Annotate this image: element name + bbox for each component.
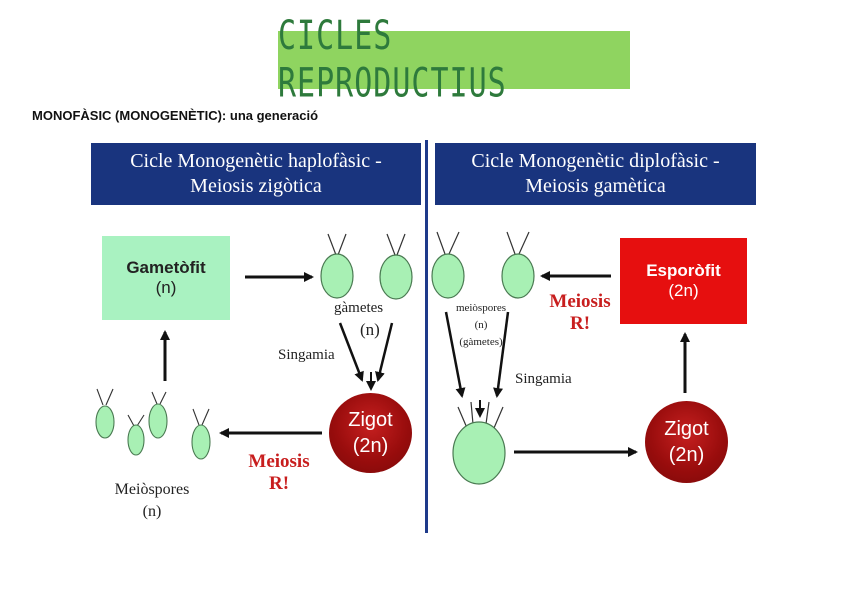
- page-title: CICLES REPRODUCTIUS: [278, 12, 507, 108]
- zigot-left-name: Zigot: [348, 409, 393, 431]
- right-panel-header: Cicle Monogenètic diplofàsic - Meiosis g…: [435, 143, 756, 205]
- gametofit-name: Gametòfit: [126, 258, 206, 277]
- right-fused-cell: [452, 401, 506, 485]
- left-meiospore-4: [191, 408, 211, 460]
- zigot-left: Zigot (2n): [329, 393, 412, 473]
- page-subtitle: MONOFÀSIC (MONOGENÈTIC): una generació: [32, 108, 319, 123]
- left-meiospore-1: [95, 388, 115, 439]
- left-panel-header: Cicle Monogenètic haplofàsic - Meiosis z…: [91, 143, 421, 205]
- meiosis-right-label: Meiosis R!: [540, 291, 620, 335]
- zigot-right-ploidy: (2n): [668, 444, 705, 466]
- left-gamete-2: [379, 233, 413, 300]
- panel-divider: [425, 140, 428, 533]
- left-meiospore-2: [127, 414, 145, 456]
- meiospores-right-ploidy: (n): [474, 319, 488, 331]
- arrow-gamete2-to-cell: [493, 311, 510, 398]
- meiosis-left-label: Meiosis R!: [241, 451, 317, 495]
- right-gamete-2: [501, 231, 535, 299]
- zigot-right-name: Zigot: [664, 418, 709, 440]
- zigot-left-ploidy: (2n): [352, 435, 389, 457]
- arrow-gamete1-to-cell: [444, 311, 466, 398]
- meiospores-right-text: meiòspores: [455, 302, 507, 314]
- meiosis-left-text: Meiosis: [248, 451, 310, 472]
- arrow-gamete1-to-zigot: [338, 322, 364, 382]
- meiospores-left-text: Meiòspores: [114, 481, 190, 498]
- meiospores-right-note: (gàmetes): [459, 336, 503, 348]
- gametes-label: gàmetes: [334, 300, 384, 316]
- meiospores-left-ploidy: (n): [142, 503, 162, 520]
- right-header-line1: Cicle Monogenètic diplofàsic -: [471, 150, 720, 172]
- arrow-gamete2-to-zigot: [375, 322, 394, 382]
- esporofit-name: Esporòfit: [646, 261, 721, 280]
- meiospores-right-label: meiòspores (n) (gàmetes): [444, 300, 518, 351]
- left-header-line1: Cicle Monogenètic haplofàsic -: [130, 150, 382, 172]
- singamia-left-label: Singamia: [278, 347, 335, 363]
- left-header-line2: Meiosis zigòtica: [190, 175, 322, 197]
- gametofit-ploidy: (n): [155, 278, 177, 297]
- meiosis-right-text: Meiosis: [549, 291, 611, 312]
- meiosis-left-r: R!: [268, 473, 290, 494]
- esporofit-box: Esporòfit (2n): [620, 238, 747, 324]
- right-gamete-1: [431, 231, 465, 299]
- zigot-right: Zigot (2n): [645, 401, 728, 483]
- left-meiospore-3: [148, 391, 168, 439]
- left-gamete-1: [320, 233, 354, 299]
- singamia-right-label: Singamia: [515, 371, 572, 387]
- meiosis-right-r: R!: [569, 313, 591, 334]
- right-header-line2: Meiosis gamètica: [525, 175, 666, 197]
- esporofit-ploidy: (2n): [668, 281, 699, 300]
- title-banner: CICLES REPRODUCTIUS: [278, 13, 630, 107]
- gametes-ploidy: (n): [360, 320, 380, 339]
- gametofit-box: Gametòfit (n): [102, 236, 230, 320]
- meiospores-left-label: Meiòspores (n): [104, 479, 200, 523]
